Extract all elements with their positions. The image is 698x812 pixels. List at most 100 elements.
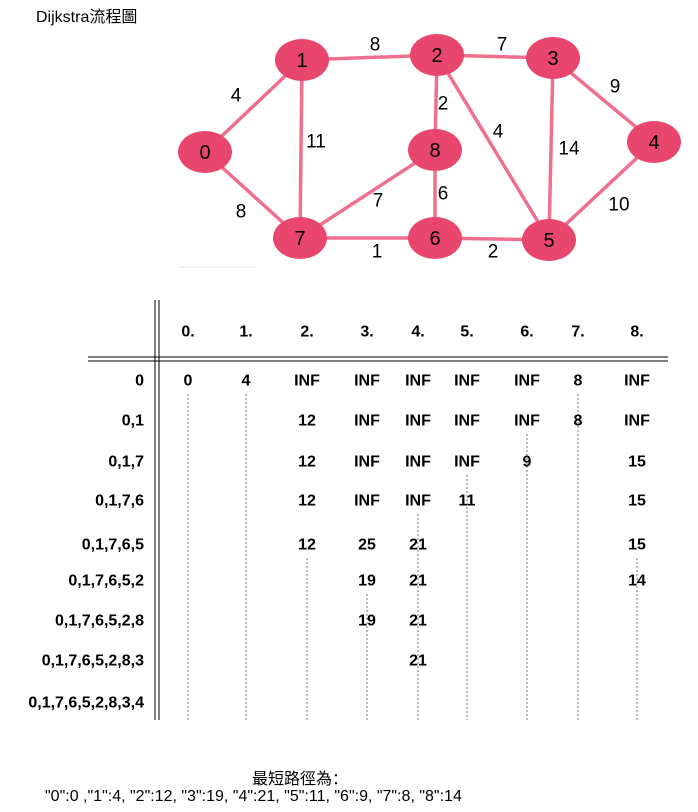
node-2: 2 xyxy=(410,34,464,76)
table-cell: 21 xyxy=(409,613,427,630)
table-cell: 9 xyxy=(523,454,532,471)
row-label: 0 xyxy=(135,373,144,390)
node-label: 5 xyxy=(543,230,554,252)
node-label: 7 xyxy=(294,228,305,250)
node-label: 1 xyxy=(296,50,307,72)
table-cell: INF xyxy=(514,413,540,430)
node-label: 8 xyxy=(429,140,440,162)
table-cell: INF xyxy=(294,373,320,390)
row-label: 0,1,7,6 xyxy=(95,493,144,510)
table-cell: 0 xyxy=(184,373,193,390)
node-label: 2 xyxy=(431,45,442,67)
table-cell: 14 xyxy=(628,573,646,590)
column-header: 2. xyxy=(300,324,313,341)
edge-weight-3-4: 9 xyxy=(610,77,621,98)
node-circle xyxy=(526,37,580,79)
weighted-graph: 4 8 8 11 7 2 4 9 14 10 7 6 1 2 0 1 2 3 4 5 6 7 8 xyxy=(178,34,681,268)
column-header: 5. xyxy=(460,324,473,341)
edge-weight-0-1: 4 xyxy=(231,86,242,107)
table-cell: 21 xyxy=(409,653,427,670)
table-cell: INF xyxy=(354,413,380,430)
table-cell: INF xyxy=(405,413,431,430)
faint-divider xyxy=(178,266,256,268)
table-cell: INF xyxy=(624,373,650,390)
table-cell: INF xyxy=(354,454,380,471)
table-cell: INF xyxy=(514,373,540,390)
node-8: 8 xyxy=(408,129,462,171)
table-cell: 25 xyxy=(358,537,376,554)
edge-weight-3-5: 14 xyxy=(558,139,580,160)
table-cell: INF xyxy=(454,373,480,390)
node-label: 3 xyxy=(547,48,558,70)
edge-weight-2-5: 4 xyxy=(493,122,504,143)
node-circle xyxy=(273,217,327,259)
row-label: 0,1,7,6,5,2 xyxy=(68,573,144,590)
row-label: 0,1,7,6,5 xyxy=(82,537,144,554)
table-cell: 15 xyxy=(628,454,646,471)
table-cell: 11 xyxy=(459,493,476,510)
row-label: 0,1,7,6,5,2,8,3,4 xyxy=(28,695,144,712)
node-circle xyxy=(275,39,329,81)
table-cell: 12 xyxy=(298,537,316,554)
edge-weight-2-8: 2 xyxy=(438,94,449,115)
node-label: 0 xyxy=(199,142,210,164)
edge-weight-1-2: 8 xyxy=(370,35,381,56)
table-cell: 21 xyxy=(409,537,427,554)
node-circle xyxy=(178,131,232,173)
column-header: 4. xyxy=(411,324,424,341)
row-label: 0,1,7 xyxy=(108,454,144,471)
edge-weight-8-6: 6 xyxy=(438,184,449,205)
table-cell: 12 xyxy=(298,493,316,510)
table-cell: 4 xyxy=(242,373,251,390)
node-circle xyxy=(627,121,681,163)
node-circle xyxy=(410,34,464,76)
node-6: 6 xyxy=(408,217,462,259)
node-circle xyxy=(522,219,576,261)
edge-weight-0-7: 8 xyxy=(236,202,247,223)
column-header: 8. xyxy=(630,324,643,341)
table-cell: 8 xyxy=(574,413,583,430)
edge-weight-7-6: 1 xyxy=(372,242,383,263)
column-header: 0. xyxy=(181,324,194,341)
table-cell: 19 xyxy=(358,573,376,590)
row-label: 0,1 xyxy=(122,413,144,430)
node-0: 0 xyxy=(178,131,232,173)
node-4: 4 xyxy=(627,121,681,163)
table-cell: INF xyxy=(354,493,380,510)
edge-8-7 xyxy=(299,148,436,240)
table-cell: INF xyxy=(454,454,480,471)
summary-heading: 最短路徑為： xyxy=(251,771,348,788)
table-cell: 15 xyxy=(628,493,646,510)
table-cell: 12 xyxy=(298,454,316,471)
column-header: 3. xyxy=(360,324,373,341)
table-cell: 21 xyxy=(409,573,427,590)
node-1: 1 xyxy=(275,39,329,81)
edge-2-5 xyxy=(435,54,551,241)
edge-weight-4-5: 10 xyxy=(608,195,629,216)
table-cell: 12 xyxy=(298,413,316,430)
table-cell: 19 xyxy=(358,613,376,630)
diagram-title: Dijkstra流程圖 xyxy=(36,9,138,26)
table-cell: INF xyxy=(405,454,431,471)
node-label: 6 xyxy=(429,228,440,250)
edge-3-5 xyxy=(547,57,555,241)
table-cell: INF xyxy=(405,493,431,510)
column-header: 1. xyxy=(239,324,252,341)
edge-weight-8-7: 7 xyxy=(373,191,384,212)
table-cell: 15 xyxy=(628,537,646,554)
table-cell: INF xyxy=(405,373,431,390)
row-label: 0,1,7,6,5,2,8,3 xyxy=(42,653,144,670)
edge-weight-6-5: 2 xyxy=(488,242,499,263)
table-cell: INF xyxy=(624,413,650,430)
column-header: 7. xyxy=(571,324,584,341)
edge-weight-1-7: 11 xyxy=(306,132,326,153)
node-label: 4 xyxy=(648,132,659,154)
row-label: 0,1,7,6,5,2,8 xyxy=(55,613,144,630)
node-3: 3 xyxy=(526,37,580,79)
edge-weight-2-3: 7 xyxy=(497,35,508,56)
table-cell: INF xyxy=(454,413,480,430)
table-cell: INF xyxy=(354,373,380,390)
shortest-path-summary: "0":0 ,"1":4, "2":12, "3":19, "4":21, "5… xyxy=(45,788,462,805)
node-circle xyxy=(408,129,462,171)
table-cell: 8 xyxy=(574,373,583,390)
